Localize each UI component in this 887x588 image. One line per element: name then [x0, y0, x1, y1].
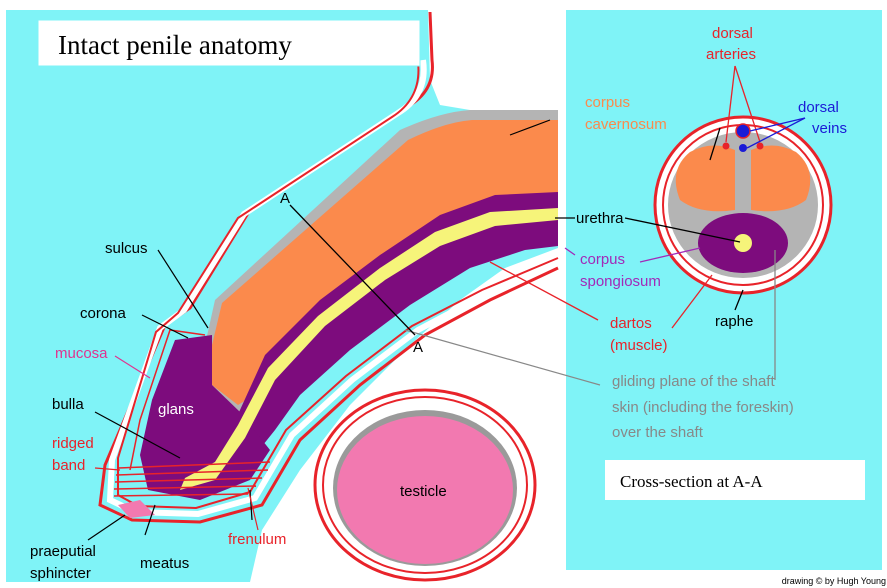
- label-corpus-spongiosum-line2: spongiosum: [580, 273, 661, 290]
- label-corona: corona: [80, 305, 127, 322]
- label-mucosa: mucosa: [55, 345, 108, 362]
- cross-section-urethra: [734, 234, 752, 252]
- label-urethra: urethra: [576, 210, 624, 227]
- label-corpus-cavernosum-line2: cavernosum: [585, 116, 667, 133]
- dorsal-artery-left: [723, 143, 730, 150]
- label-gliding-line2: skin (including the foreskin): [612, 399, 794, 416]
- label-ridged-band-line1: ridged: [52, 435, 94, 452]
- label-praeputial-line1: praeputial: [30, 543, 96, 560]
- label-testicle: testicle: [400, 483, 447, 500]
- dorsal-vein-main: [736, 124, 750, 138]
- drawing-credit: drawing © by Hugh Young: [782, 576, 886, 586]
- label-raphe: raphe: [715, 313, 753, 330]
- label-gliding-line3: over the shaft: [612, 424, 704, 441]
- page-title: Intact penile anatomy: [58, 30, 292, 60]
- label-dorsal-veins-line1: dorsal: [798, 99, 839, 116]
- label-meatus: meatus: [140, 555, 189, 572]
- label-frenulum: frenulum: [228, 531, 286, 548]
- label-praeputial-line2: sphincter: [30, 565, 91, 582]
- dorsal-artery-right: [757, 143, 764, 150]
- section-marker-bottom: A: [413, 339, 423, 356]
- label-ridged-band-line2: band: [52, 457, 85, 474]
- label-dartos-line1: dartos: [610, 315, 652, 332]
- label-corpus-cavernosum-line1: corpus: [585, 94, 630, 111]
- label-sulcus: sulcus: [105, 240, 148, 257]
- label-dorsal-arteries-line2: arteries: [706, 46, 756, 63]
- cross-section-title: Cross-section at A-A: [620, 472, 763, 491]
- section-marker-top: A: [280, 190, 290, 207]
- label-glans: glans: [158, 401, 194, 418]
- cross-section: [655, 117, 831, 293]
- label-gliding-line1: gliding plane of the shaft: [612, 373, 775, 390]
- label-bulla: bulla: [52, 396, 84, 413]
- label-dorsal-veins-line2: veins: [812, 120, 847, 137]
- dorsal-vein-small: [739, 144, 747, 152]
- label-dartos-line2: (muscle): [610, 337, 668, 354]
- label-dorsal-arteries-line1: dorsal: [712, 25, 753, 42]
- label-corpus-spongiosum-line1: corpus: [580, 251, 625, 268]
